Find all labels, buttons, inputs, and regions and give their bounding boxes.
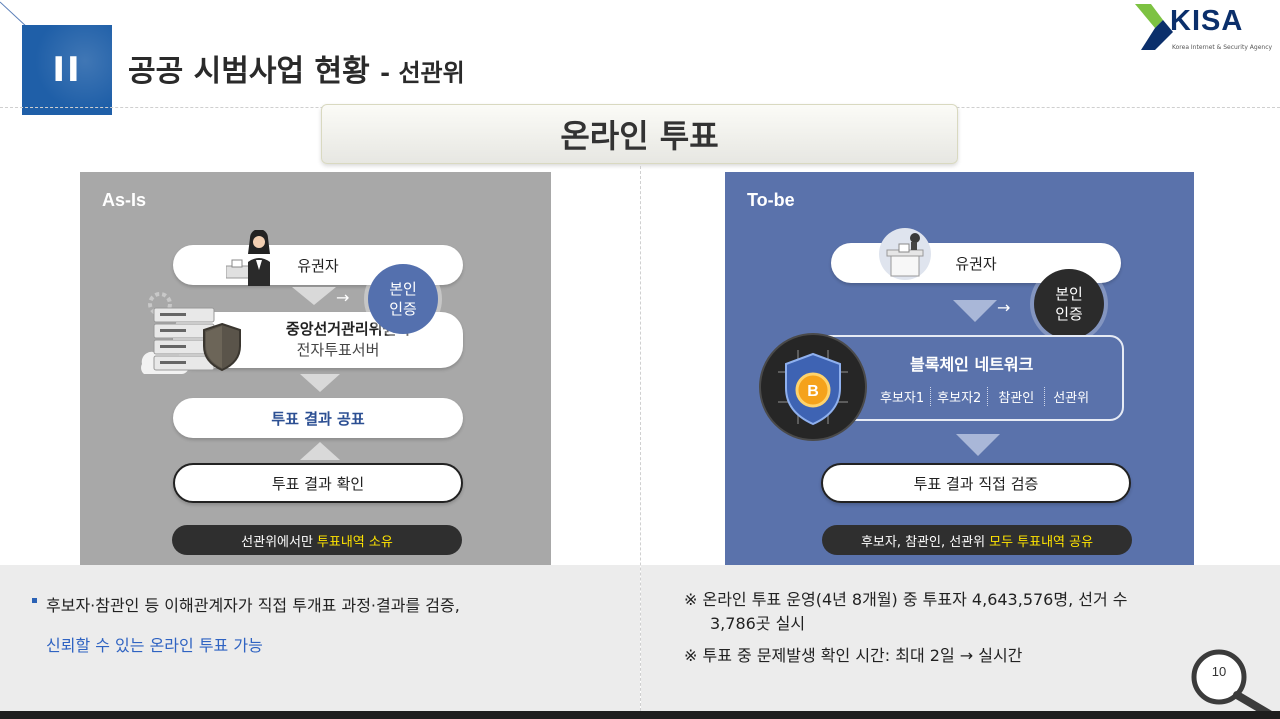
note-right-item1-line2: 3,786곳 실시 — [710, 614, 806, 633]
bitcoin-symbol: B — [807, 383, 819, 400]
to-be-panel: To-be 유권자 → 본인 인증 블록체인 네트워크 후보자1 후보자2 참관… — [725, 172, 1194, 565]
as-is-auth-line2: 인증 — [389, 300, 417, 318]
note-right-item2: ※ 투표 중 문제발생 확인 시간: 최대 2일 → 실시간 — [684, 646, 1023, 665]
node-candidate2: 후보자2 — [930, 387, 987, 406]
to-be-arrow-down-2 — [956, 434, 1000, 456]
as-is-announce-pill: 투표 결과 공표 — [173, 398, 463, 438]
to-be-footer-highlight: 모두 투표내역 공유 — [989, 534, 1094, 550]
to-be-verify-label: 투표 결과 직접 검증 — [913, 474, 1039, 493]
note-left-line2: 신뢰할 수 있는 온라인 투표 가능 — [46, 636, 263, 655]
to-be-arrow-down-1 — [953, 300, 997, 322]
bullet-square-icon — [32, 598, 37, 603]
as-is-auth-circle: 본인 인증 — [368, 264, 438, 334]
page-number: 10 — [1211, 664, 1227, 679]
node-candidate1: 후보자1 — [880, 391, 925, 406]
to-be-footer-bar: 후보자, 참관인, 선관위 모두 투표내역 공유 — [822, 525, 1132, 555]
to-be-voter-label: 유권자 — [955, 254, 997, 273]
kisa-tagline: Korea Internet & Security Agency — [1172, 44, 1273, 51]
to-be-auth-circle: 본인 인증 — [1034, 269, 1104, 339]
note-left-line1: 후보자·참관인 등 이해관계자가 직접 투개표 과정·결과를 검증, — [46, 596, 460, 615]
online-voting-banner: 온라인 투표 — [321, 104, 958, 164]
as-is-server-sub: 전자투표서버 — [296, 341, 380, 359]
network-nodes: 후보자1 후보자2 참관인 선관위 — [874, 387, 1120, 406]
notes-left-band — [0, 565, 640, 711]
as-is-arrow-up — [300, 442, 340, 460]
as-is-tag: As-Is — [102, 190, 147, 210]
to-be-arrow-right: → — [997, 298, 1011, 317]
corner-decoration — [0, 1, 29, 29]
as-is-arrow-right: → — [336, 288, 350, 307]
network-title: 블록체인 네트워크 — [910, 355, 1034, 374]
as-is-arrow-down-2 — [300, 374, 340, 392]
as-is-auth-line1: 본인 — [389, 280, 417, 298]
as-is-footer-prefix: 선관위에서만 — [241, 534, 313, 550]
as-is-footer-bar: 선관위에서만 투표내역 소유 — [172, 525, 462, 555]
kisa-logo-icon — [1135, 4, 1173, 50]
to-be-verify-pill: 투표 결과 직접 검증 — [821, 463, 1131, 503]
to-be-auth-line1: 본인 — [1055, 285, 1083, 303]
center-divider — [640, 166, 641, 711]
blockchain-shield-icon: B — [759, 333, 867, 441]
voter-person-icon — [226, 230, 270, 286]
kisa-wordmark: KISA — [1170, 5, 1244, 37]
as-is-panel: As-Is 유권자 → 중앙선거관리위원회 전자투표서버 본인 인증 투표 — [80, 172, 551, 565]
banner-title: 온라인 투표 — [560, 117, 719, 155]
to-be-tag: To-be — [747, 190, 795, 210]
to-be-footer-prefix: 후보자, 참관인, 선관위 — [860, 534, 986, 550]
as-is-arrow-down-1 — [292, 287, 336, 305]
as-is-announce-label: 투표 결과 공표 — [271, 409, 365, 428]
bottom-bar — [0, 711, 1280, 719]
to-be-auth-line2: 인증 — [1055, 305, 1083, 323]
as-is-footer-highlight: 투표내역 소유 — [316, 534, 393, 550]
server-shield-icon — [141, 292, 241, 374]
page-title-sub: - 선관위 — [380, 59, 465, 87]
magnifier-icon — [1191, 649, 1280, 719]
notes-right-band — [641, 565, 1280, 711]
as-is-check-pill: 투표 결과 확인 — [173, 463, 463, 503]
note-right-item1-line1: ※ 온라인 투표 운영(4년 8개월) 중 투표자 4,643,576명, 선거… — [684, 590, 1128, 609]
node-observer: 참관인 — [987, 387, 1044, 406]
page-title-main: 공공 시범사업 현황 — [128, 54, 370, 89]
as-is-check-label: 투표 결과 확인 — [271, 474, 365, 493]
section-numeral: II — [52, 50, 82, 90]
node-election-commission: 선관위 — [1044, 387, 1097, 406]
page-title: 공공 시범사업 현황 - 선관위 — [128, 46, 465, 90]
voting-booth-icon — [879, 228, 931, 280]
as-is-voter-label: 유권자 — [297, 256, 339, 275]
section-number-badge: II — [22, 25, 112, 115]
